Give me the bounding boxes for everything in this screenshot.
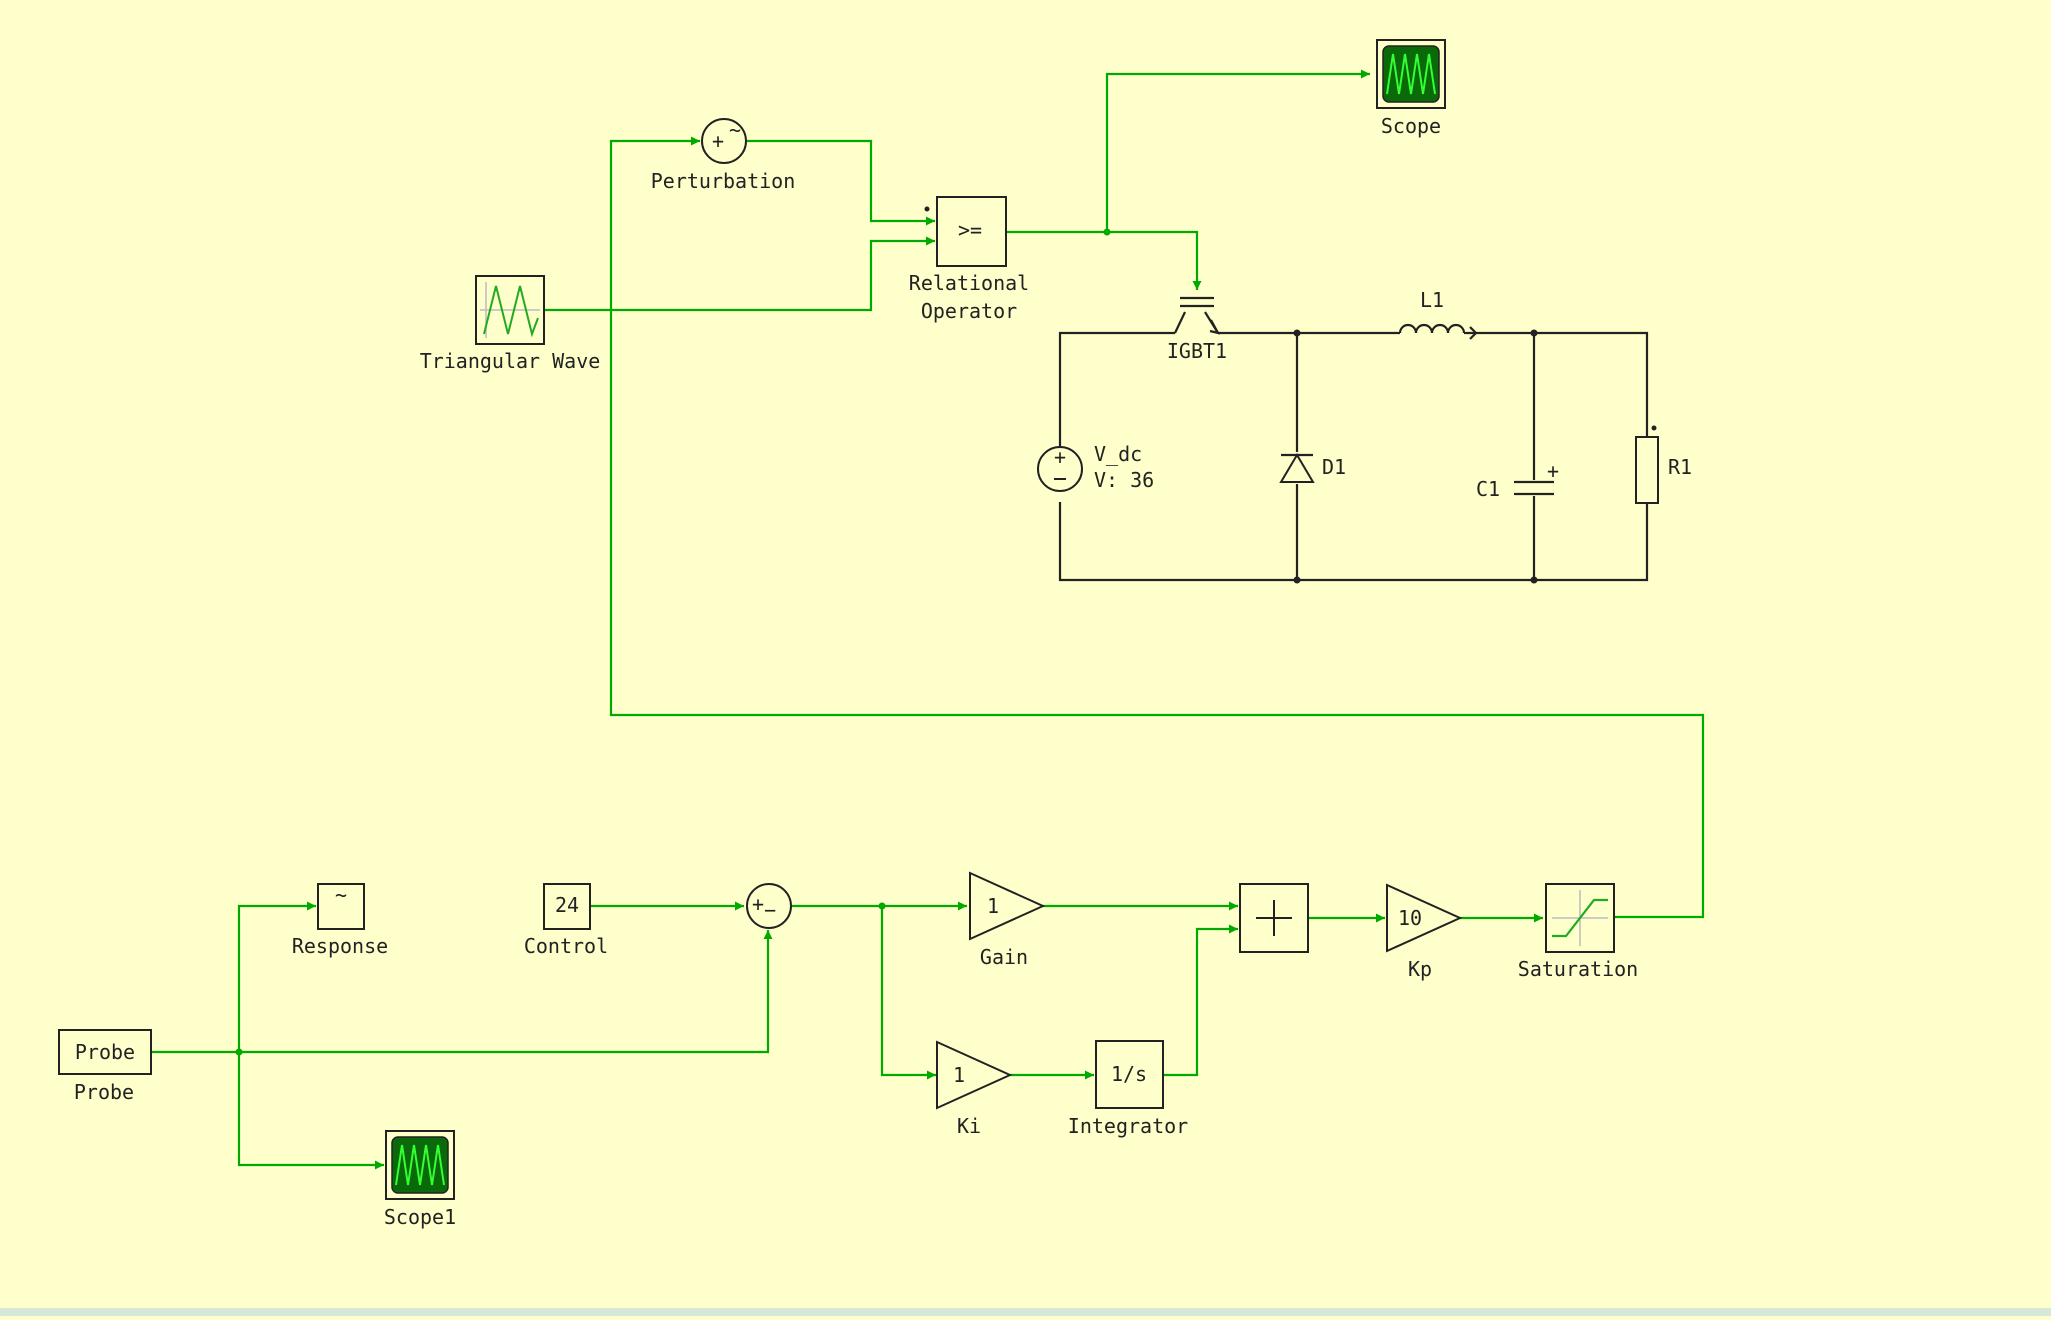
wire-probe-to-sum[interactable] xyxy=(239,930,773,1054)
scope1-label: Scope1 xyxy=(384,1205,456,1229)
wire-saturation-feedback[interactable] xyxy=(609,136,1705,919)
vdc-param: V: 36 xyxy=(1094,468,1154,492)
integrator-block[interactable]: 1/s Integrator xyxy=(1068,1040,1188,1138)
junction-dot xyxy=(1103,228,1111,236)
integrator-label: Integrator xyxy=(1068,1114,1188,1138)
kp-block[interactable]: 10 Kp xyxy=(1386,883,1463,981)
control-label: Control xyxy=(524,934,608,958)
scope1-block[interactable]: Scope1 xyxy=(384,1130,456,1229)
diode-block[interactable]: D1 xyxy=(1279,453,1346,483)
error-sum-block[interactable]: + − xyxy=(746,883,792,929)
wire-bottom[interactable] xyxy=(1058,502,1649,582)
kp-label: Kp xyxy=(1408,957,1432,981)
signal-wires xyxy=(151,69,1705,1170)
capacitor-block[interactable]: + C1 xyxy=(1476,459,1559,501)
diode-label: D1 xyxy=(1322,455,1346,479)
sum-plus-sign: + xyxy=(752,892,764,916)
node-dot xyxy=(1530,329,1538,337)
wire-top-left[interactable] xyxy=(1058,331,1175,470)
power-circuit xyxy=(1058,329,1649,584)
wire-top-right[interactable] xyxy=(1468,331,1649,437)
node-dot xyxy=(1530,576,1538,584)
response-symbol: ~ xyxy=(335,883,347,907)
vdc-source-block[interactable]: + V_dc V: 36 xyxy=(1037,442,1154,492)
relational-operator-block[interactable]: >= Relational Operator xyxy=(909,196,1029,323)
inductor-block[interactable]: L1 xyxy=(1398,288,1478,340)
saturation-label: Saturation xyxy=(1518,957,1638,981)
vdc-plus: + xyxy=(1054,445,1066,469)
ki-block[interactable]: 1 Ki xyxy=(936,1040,1013,1138)
wire-to-igbt-gate[interactable] xyxy=(1107,230,1202,290)
probe-block[interactable]: Probe Probe xyxy=(58,1029,152,1104)
perturbation-sign: + xyxy=(712,129,724,153)
igbt-label: IGBT1 xyxy=(1167,339,1227,363)
scope-block[interactable]: Scope xyxy=(1376,39,1446,138)
integrator-symbol: 1/s xyxy=(1111,1062,1147,1086)
wire-probe-to-scope1[interactable] xyxy=(237,1052,384,1170)
relop-symbol: >= xyxy=(958,218,982,242)
control-value: 24 xyxy=(555,893,579,917)
sum-minus-sign: − xyxy=(764,898,776,922)
wire-perturbation-out[interactable] xyxy=(747,139,935,226)
pi-sum-block[interactable] xyxy=(1239,883,1309,953)
node-dot xyxy=(1293,576,1301,584)
gain-block[interactable]: 1 Gain xyxy=(969,871,1046,969)
wire-to-ki[interactable] xyxy=(880,906,936,1080)
scope-label: Scope xyxy=(1381,114,1441,138)
wire-to-scope[interactable] xyxy=(1105,69,1370,232)
response-label: Response xyxy=(292,934,388,958)
probe-inner-text: Probe xyxy=(75,1040,135,1064)
capacitor-polarity: + xyxy=(1547,459,1559,483)
relop-label-line2: Operator xyxy=(921,299,1017,323)
junction-dot xyxy=(878,902,886,910)
probe-label: Probe xyxy=(74,1080,134,1104)
capacitor-label: C1 xyxy=(1476,477,1500,501)
vdc-label: V_dc xyxy=(1094,442,1142,466)
gain-label: Gain xyxy=(980,945,1028,969)
junction-dot xyxy=(235,1048,243,1056)
node-dot xyxy=(1293,329,1301,337)
saturation-block[interactable]: Saturation xyxy=(1518,883,1638,981)
resistor-block[interactable]: R1 xyxy=(1635,425,1692,504)
perturbation-block[interactable]: + ~ Perturbation xyxy=(651,118,796,193)
triangular-wave-block[interactable]: Triangular Wave xyxy=(420,275,601,373)
perturbation-symbol: ~ xyxy=(729,118,741,142)
wire-integrator-out[interactable] xyxy=(1163,924,1238,1077)
status-strip xyxy=(0,1308,2051,1316)
ki-label: Ki xyxy=(957,1114,981,1138)
triangular-wave-label: Triangular Wave xyxy=(420,349,601,373)
wire-probe-to-response[interactable] xyxy=(237,901,316,1052)
control-block[interactable]: 24 Control xyxy=(524,883,608,958)
ki-value: 1 xyxy=(953,1063,965,1087)
gain-value: 1 xyxy=(987,894,999,918)
resistor-label: R1 xyxy=(1668,455,1692,479)
wire-triangle-out[interactable] xyxy=(545,236,935,312)
relop-label-line1: Relational xyxy=(909,271,1029,295)
inductor-label: L1 xyxy=(1420,288,1444,312)
perturbation-label: Perturbation xyxy=(651,169,796,193)
kp-value: 10 xyxy=(1398,906,1422,930)
igbt-block[interactable]: IGBT1 xyxy=(1167,296,1227,363)
response-block[interactable]: ~ Response xyxy=(292,883,388,958)
